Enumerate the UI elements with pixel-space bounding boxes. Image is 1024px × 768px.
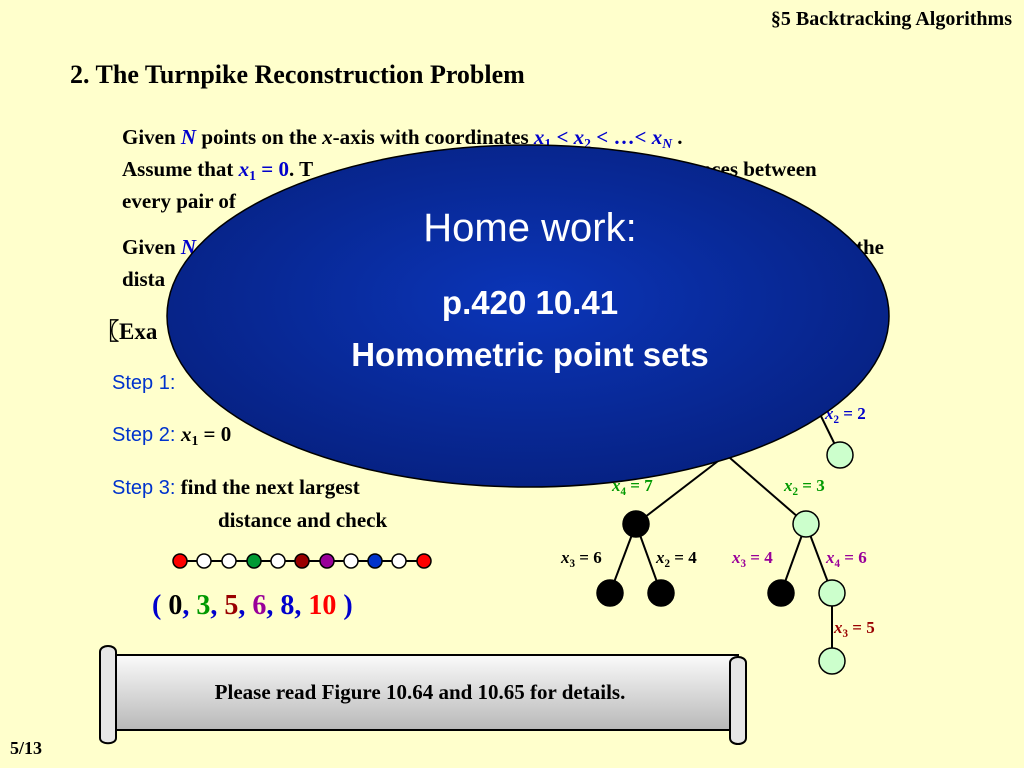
scroll-left-roll — [99, 645, 117, 745]
point-dot — [391, 553, 407, 569]
text: . T — [288, 157, 314, 181]
tuple-value: 10 — [308, 590, 337, 621]
step-3: Step 3: find the next largest — [112, 475, 360, 500]
tuple-value: 8 — [280, 590, 295, 621]
text: . — [672, 125, 683, 149]
sub: 2 — [584, 136, 591, 151]
text: points on the — [196, 125, 323, 149]
sub: N — [662, 136, 673, 151]
paragraph-2-line-2: dista — [122, 267, 166, 291]
step-2: Step 2: x1 = 0 — [112, 422, 231, 449]
slide-header: §5 Backtracking Algorithms — [770, 8, 1012, 30]
step-1: Step 1: — [112, 372, 176, 394]
tuple-paren: ) — [336, 590, 353, 621]
tree-label: x3 = 6 — [561, 548, 602, 570]
tuple-value: 5 — [224, 590, 239, 621]
tree-node-open — [818, 647, 846, 675]
tree-label: x2 = 4 — [656, 548, 697, 570]
example-label: 〖Exa — [96, 319, 158, 344]
homework-heading: Home work: — [423, 206, 637, 250]
paragraph-1-line-1: Given N points on the x-axis with coordi… — [122, 122, 683, 159]
tuple-value: 0 — [168, 590, 183, 621]
var-xn: x — [651, 125, 663, 149]
text: < — [551, 125, 574, 149]
var-x: x — [322, 125, 333, 149]
var-x1: x — [180, 422, 192, 446]
sub: 1 — [249, 168, 256, 183]
text: < …< — [591, 125, 652, 149]
text: = 0 — [256, 157, 289, 181]
point-dot — [294, 553, 310, 569]
var-x1: x — [238, 157, 250, 181]
point-dot — [270, 553, 286, 569]
tuple-comma: , — [294, 590, 309, 621]
point-dot — [221, 553, 237, 569]
paragraph-1-line-3: every pair of — [122, 189, 236, 213]
var-n: N — [180, 125, 197, 149]
tree-node-open — [818, 579, 846, 607]
homework-reference: p.420 10.41 — [441, 284, 619, 321]
step-3-label: Step 3: — [112, 477, 176, 499]
step-3-text-2: distance and check — [218, 508, 388, 532]
tree-node-dead — [767, 579, 795, 607]
text: = 0 — [198, 422, 232, 446]
var-x1: x — [533, 125, 545, 149]
point-dot — [343, 553, 359, 569]
oval-shape — [166, 144, 890, 488]
tree-edge — [635, 457, 723, 525]
tree-label: x2 = 3 — [784, 476, 825, 498]
point-line — [172, 553, 432, 569]
tree-label: x4 = 6 — [826, 548, 867, 570]
tuple-comma: , — [210, 590, 225, 621]
point-dot — [196, 553, 212, 569]
tree-node-dead — [622, 510, 650, 538]
point-dot — [367, 553, 383, 569]
tree-edge — [729, 457, 807, 525]
point-dot — [172, 553, 188, 569]
tree-node-dead — [647, 579, 675, 607]
tuple-comma: , — [266, 590, 281, 621]
scroll-text: Please read Figure 10.64 and 10.65 for d… — [214, 680, 626, 704]
tuple-comma: , — [238, 590, 253, 621]
text: Given — [122, 125, 181, 149]
paragraph-1-line-2: Assume that x1 = 0. T — [122, 154, 313, 191]
tuple-comma: , — [182, 590, 197, 621]
text: Assume that — [122, 157, 239, 181]
tree-node-dead — [596, 579, 624, 607]
scroll-right-roll — [729, 656, 747, 745]
sub: 1 — [191, 433, 199, 448]
tree-label: x2 = 2 — [825, 404, 866, 426]
paragraph-2-line-1: Given N — [122, 232, 196, 262]
slide-title: 2. The Turnpike Reconstruction Problem — [70, 60, 525, 89]
tree-node-open — [792, 510, 820, 538]
tree-label: x3 = 5 — [834, 618, 875, 640]
step-3-text: find the next largest — [175, 475, 360, 499]
tuple-value: 6 — [252, 590, 267, 621]
point-tuple: ( 0, 3, 5, 6, 8, 10 ) — [152, 590, 353, 622]
tuple-paren: ( — [152, 590, 169, 621]
step-2-label: Step 2: — [112, 424, 176, 446]
homework-topic: Homometric point sets — [351, 336, 709, 373]
sub: 1 — [544, 136, 552, 151]
text: Given — [122, 235, 181, 259]
point-dot — [416, 553, 432, 569]
point-dot — [246, 553, 262, 569]
tree-node-open — [826, 441, 854, 469]
page-number: 5/13 — [10, 738, 43, 758]
var-x2: x — [573, 125, 585, 149]
tuple-value: 3 — [196, 590, 211, 621]
point-dot — [319, 553, 335, 569]
tree-label: x4 = 7 — [612, 476, 653, 498]
tree-label: x3 = 4 — [732, 548, 773, 570]
